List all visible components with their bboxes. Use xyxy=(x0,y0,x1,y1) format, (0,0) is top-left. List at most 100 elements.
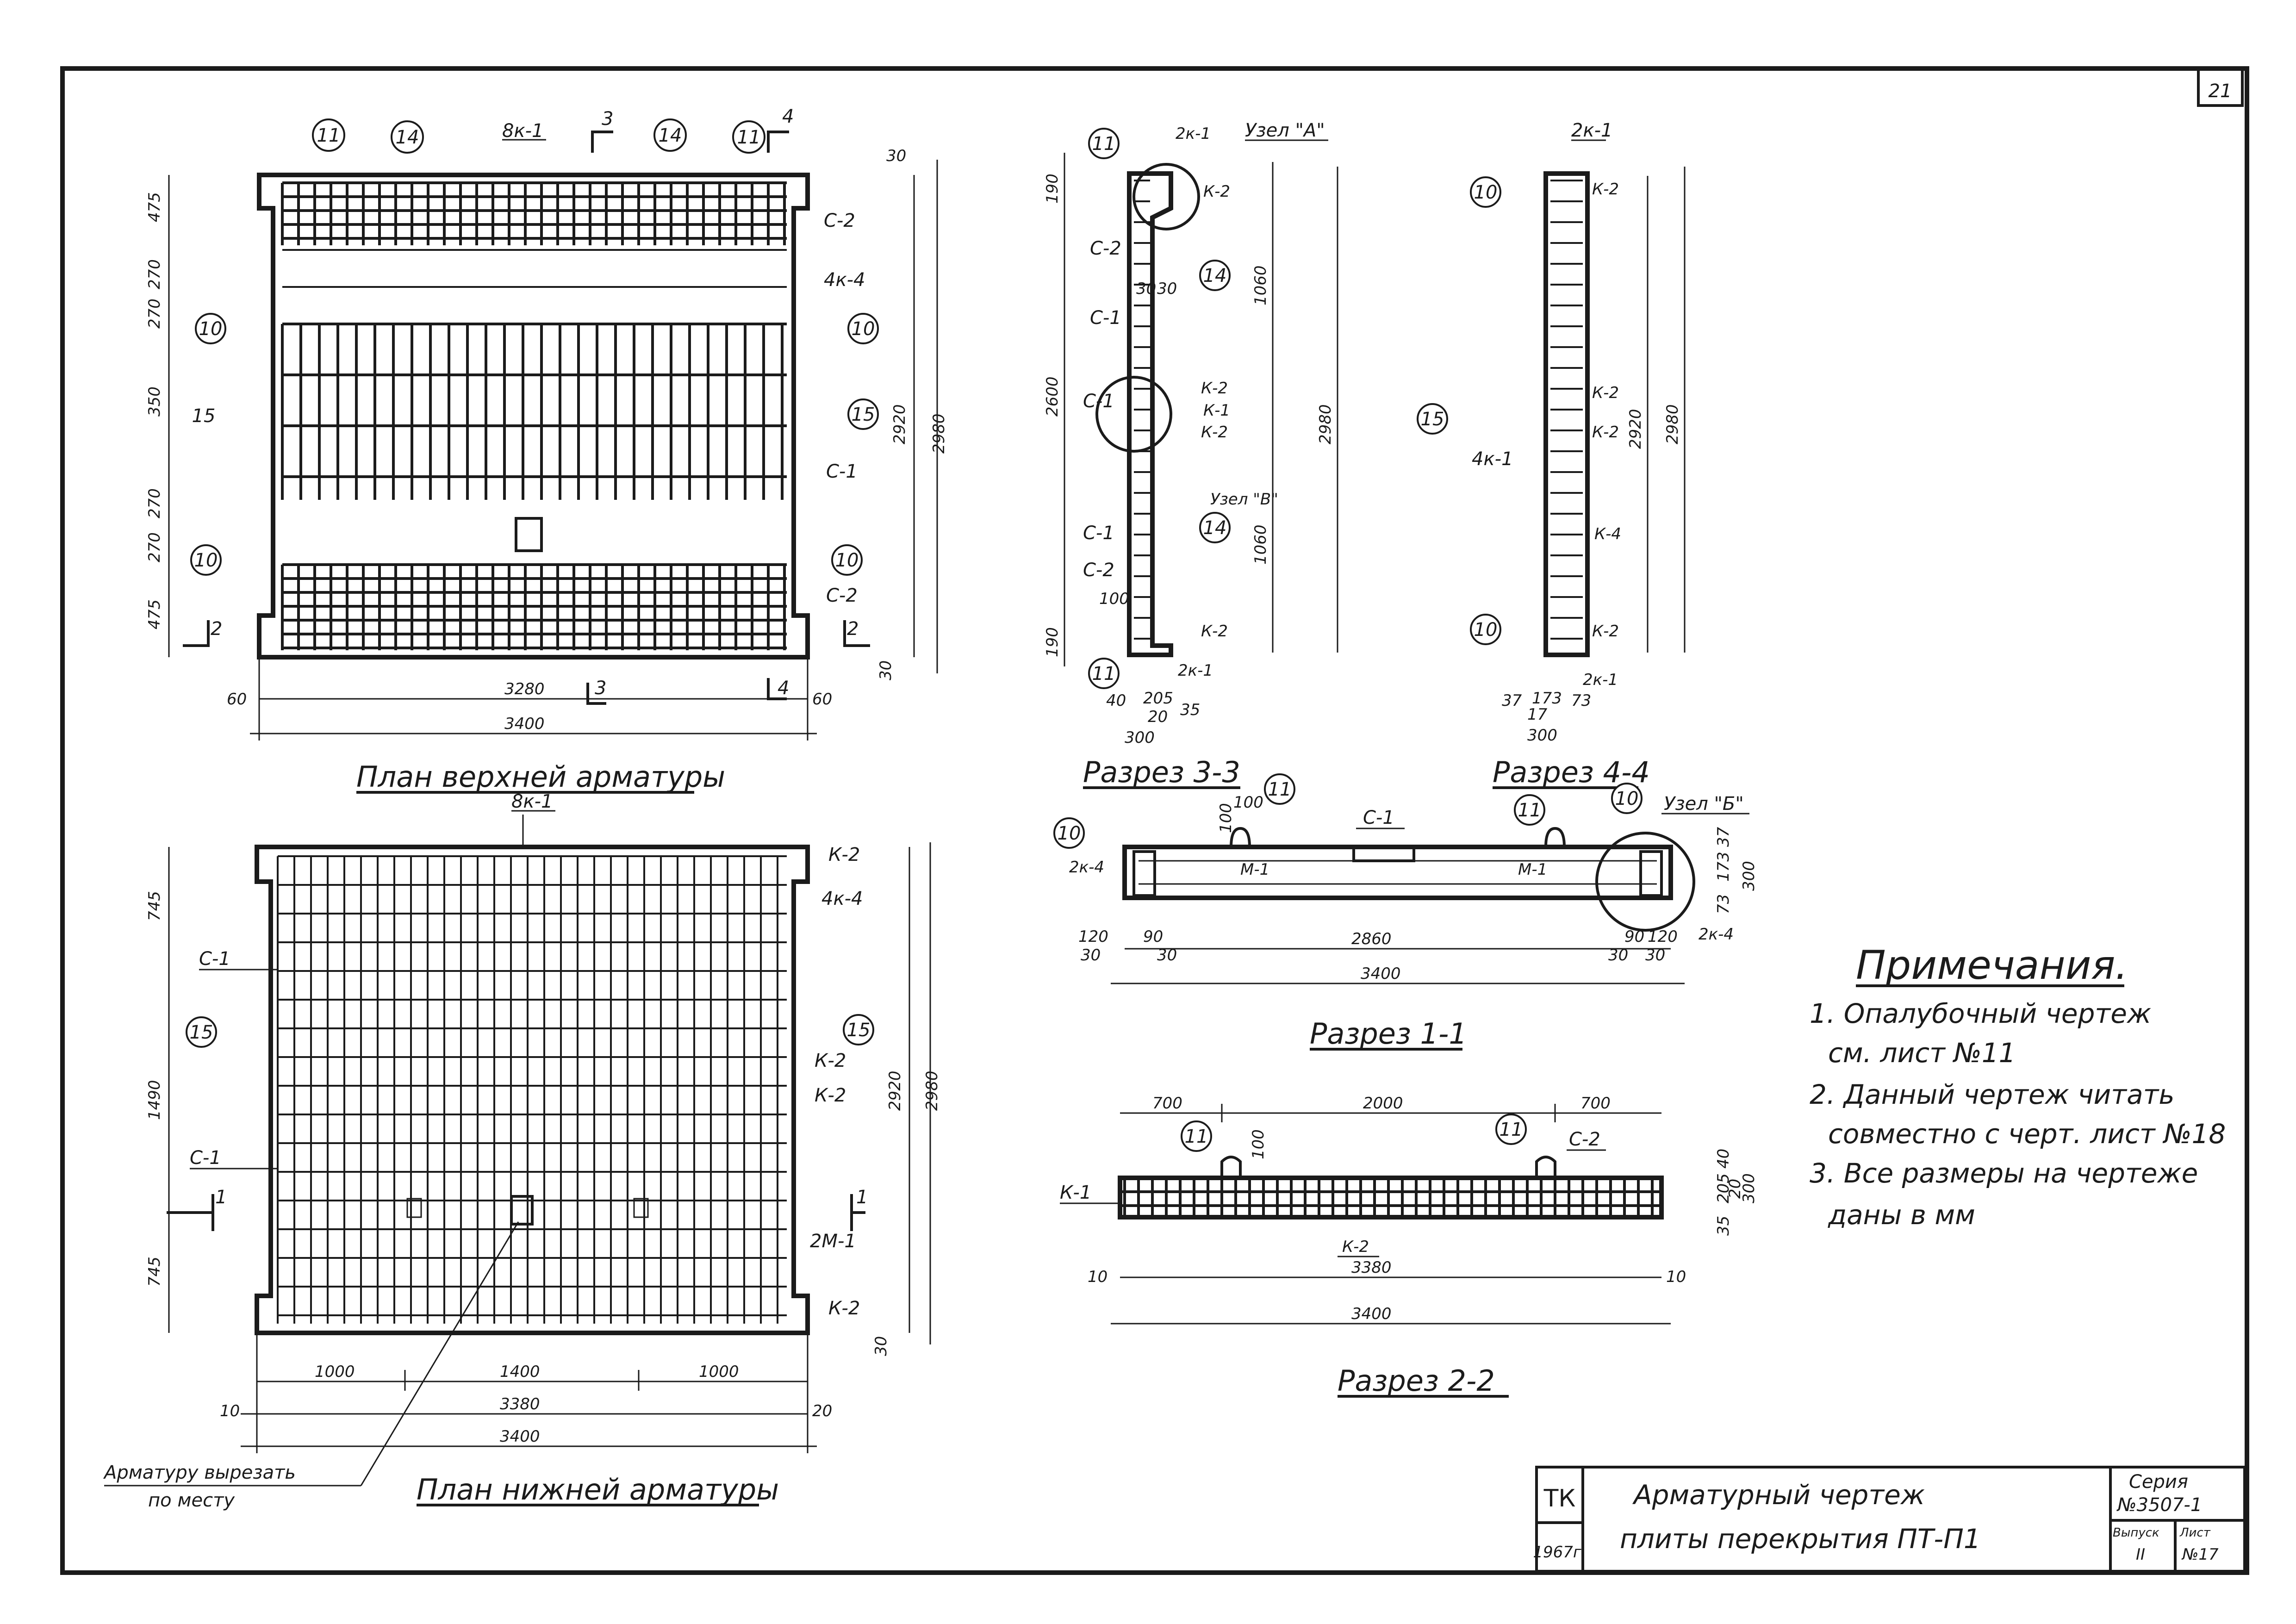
dim-270-a: 270 xyxy=(145,259,164,289)
plan-bottom-loop-b xyxy=(510,1195,534,1226)
s11-callout-10-left xyxy=(1053,817,1085,849)
plan-top-band-bot xyxy=(281,563,787,650)
s11-dim-100-a: 100 xyxy=(1233,793,1263,812)
s11-callout-10-right-text: 10 xyxy=(1615,788,1639,809)
s33-dim-35: 35 xyxy=(1180,701,1200,719)
plan-bottom-callout-15-right-text: 15 xyxy=(847,1020,871,1041)
section-1-1: 10 11 11 10 С-1 М-1 М-1 2к-4 2к-4 Узел "… xyxy=(1053,773,1758,984)
callout-11-left-text: 11 xyxy=(317,125,341,146)
s22-dim-2000: 2000 xyxy=(1363,1094,1403,1113)
s22-dim-3400: 3400 xyxy=(1351,1305,1392,1323)
title-block: ТК 1967г. Арматурный чертеж плиты перекр… xyxy=(1533,1466,2246,1573)
dim-270-b: 270 xyxy=(145,299,164,329)
callout-15-b xyxy=(847,398,879,430)
note-line-1: 1. Опалубочный чертеж xyxy=(1810,998,2151,1029)
s11-c1: С-1 xyxy=(1363,807,1394,828)
cut-note-line2: по месту xyxy=(148,1490,235,1511)
callout-14-right-text: 14 xyxy=(659,125,682,146)
notes-title: Примечания. xyxy=(1856,942,2128,989)
s44-callout-10-top xyxy=(1470,176,1501,208)
callout-10-c-text: 10 xyxy=(852,318,875,340)
plan-bottom-callout-15-left xyxy=(186,1016,217,1048)
s33-callout-11-bottom xyxy=(1088,658,1120,689)
s33-callout-11-top-text: 11 xyxy=(1092,133,1116,155)
plan-bottom-4k4: 4к-4 xyxy=(821,888,863,909)
s22-k2: К-2 xyxy=(1342,1238,1369,1256)
s33-k2-bottom: К-2 xyxy=(1201,622,1228,641)
s11-dim-30-right-b: 30 xyxy=(1645,946,1665,964)
node-a-circle xyxy=(1132,163,1200,230)
callout-10-a xyxy=(195,313,226,344)
section-3-3-title: Разрез 3-3 xyxy=(1083,755,1240,789)
s33-2k1-top: 2к-1 xyxy=(1176,124,1211,143)
s33-callout-14-bottom xyxy=(1199,512,1231,543)
s22-callout-11-right-text: 11 xyxy=(1500,1119,1523,1140)
s33-dim-2600: 2600 xyxy=(1043,376,1062,417)
section-4-4: 10 15 10 2к-1 К-2 К-2 К-2 4к-1 К-4 К-2 2… xyxy=(1417,120,1686,745)
s22-callout-11-left-text: 11 xyxy=(1185,1126,1208,1147)
stamp-title-line1: Арматурный чертеж xyxy=(1632,1479,1925,1511)
dim-20-plan: 20 xyxy=(812,1402,832,1420)
s11-callout-11-right-text: 11 xyxy=(1518,800,1542,821)
callout-10-d xyxy=(831,544,863,576)
s44-dim-17: 17 xyxy=(1527,705,1548,724)
dim-745-bottom: 745 xyxy=(145,1257,164,1287)
s33-c1-bottom: С-1 xyxy=(1083,523,1114,544)
s11-dim-300: 300 xyxy=(1740,861,1758,891)
plan-top-band-top xyxy=(281,181,787,245)
plan-top-reinforcement xyxy=(257,173,810,660)
section-3-3-grid xyxy=(1134,180,1150,640)
s11-dim-37: 37 xyxy=(1714,827,1733,847)
s11-dim-173: 173 xyxy=(1714,852,1733,882)
sheet-frame xyxy=(60,66,2249,1575)
s11-2k4-right: 2к-4 xyxy=(1699,925,1734,944)
s44-dim-2920: 2920 xyxy=(1626,409,1645,449)
s33-dim-30-b: 30 xyxy=(1157,280,1177,298)
section-2-2-title: Разрез 2-2 xyxy=(1338,1364,1495,1398)
s11-dim-3400: 3400 xyxy=(1361,964,1401,983)
section-3-3-outline xyxy=(1127,171,1173,657)
cut-note-leader xyxy=(360,1221,519,1486)
s11-m1-right: М-1 xyxy=(1518,860,1547,879)
s44-callout-10-bottom-text: 10 xyxy=(1474,619,1498,641)
section-3-top-label: 3 xyxy=(602,108,613,130)
s44-k2-b: К-2 xyxy=(1592,384,1619,402)
s33-callout-14-top-text: 14 xyxy=(1203,265,1227,286)
stamp-sheet-value: №17 xyxy=(2181,1545,2219,1564)
s44-callout-15 xyxy=(1417,403,1448,435)
s44-dim-300: 300 xyxy=(1527,726,1557,745)
s11-node-b: Узел "Б" xyxy=(1664,793,1744,815)
s33-dim-1060-bottom: 1060 xyxy=(1251,524,1270,565)
note-line-3: 2. Данный чертеж читать xyxy=(1810,1079,2175,1110)
section-1-1-loop-right xyxy=(1544,827,1566,847)
dim-60-right: 60 xyxy=(812,690,832,709)
stamp-sheet-label: Лист xyxy=(2179,1526,2211,1540)
s44-callout-10-top-text: 10 xyxy=(1474,182,1498,203)
section-2-2-loop-left xyxy=(1220,1156,1242,1178)
s22-callout-11-right xyxy=(1495,1114,1527,1145)
s44-2k1-top: 2к-1 xyxy=(1571,120,1613,141)
section-1-right-label: 1 xyxy=(856,1187,868,1208)
s44-dim-173: 173 xyxy=(1532,689,1562,708)
s22-dim-100: 100 xyxy=(1249,1129,1268,1159)
stamp-year: 1967г. xyxy=(1533,1543,1586,1562)
section-2-left-label: 2 xyxy=(211,618,222,640)
s33-c2-bottom: С-2 xyxy=(1083,560,1114,581)
callout-10-a-text: 10 xyxy=(199,318,223,340)
dim-1400: 1400 xyxy=(500,1363,540,1381)
section-1-1-cage-right xyxy=(1639,850,1663,897)
s33-dim-100: 100 xyxy=(1099,590,1129,608)
callout-11-right xyxy=(732,120,765,154)
callout-14-left xyxy=(391,120,424,154)
s33-k2-top: К-2 xyxy=(1203,182,1230,201)
s44-k4: К-4 xyxy=(1594,525,1621,543)
s11-callout-11-left-text: 11 xyxy=(1268,779,1292,800)
dim-2980: 2980 xyxy=(930,413,948,454)
s11-2k4-left: 2к-4 xyxy=(1069,858,1104,877)
plan-bottom-2m1: 2М-1 xyxy=(810,1231,856,1252)
plan-bottom-loop-a xyxy=(406,1198,422,1218)
s33-dim-40: 40 xyxy=(1106,691,1126,710)
section-1-1-title: Разрез 1-1 xyxy=(1310,1017,1467,1051)
s11-dim-120-left: 120 xyxy=(1078,927,1108,946)
section-2-2: 11 11 С-2 К-1 К-2 700 2000 700 100 40 20… xyxy=(1060,1094,1758,1325)
